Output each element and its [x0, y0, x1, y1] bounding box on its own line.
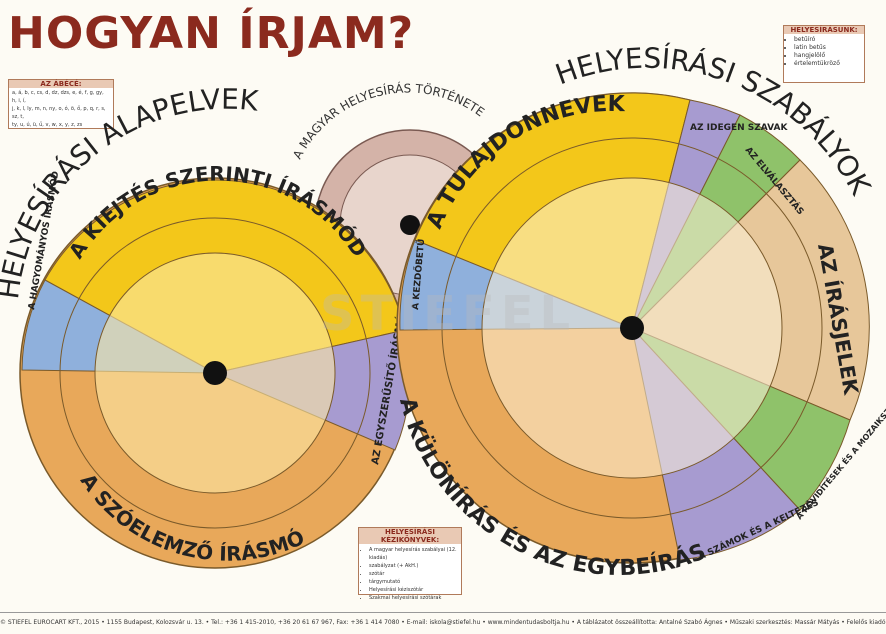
spelling-feature-item: latin betűs: [794, 44, 864, 52]
handbook-item: szótár: [369, 570, 461, 578]
alphabet-line: a, á, b, c, cs, d, dz, dzs, e, é, f, g, …: [12, 90, 104, 104]
footer-credits: © STIEFEL EUROCART KFT., 2015 • 1155 Bud…: [0, 612, 886, 634]
handbook-item: tárgymutató: [369, 578, 461, 586]
handbook-item: Helyesírási kéziszótár: [369, 586, 461, 594]
spelling-features-header: HELYESÍRÁSUNK:: [784, 26, 864, 34]
alphabet-line: ty, u, ú, ü, ű, v, w, x, y, z, zs: [12, 122, 83, 128]
handbook-item: A magyar helyesírás szabályai (12. kiadá…: [369, 546, 461, 562]
handbooks-box: HELYESÍRÁSI KÉZIKÖNYVEK: A magyar helyes…: [358, 527, 462, 601]
handbook-item: Szakmai helyesírási szótárak: [369, 594, 461, 602]
page-title: HOGYAN ÍRJAM?: [8, 8, 415, 59]
idegen-szavak-heading: AZ IDEGEN SZAVAK: [690, 123, 788, 133]
spelling-feature-item: hangjelölő: [794, 52, 864, 60]
spelling-feature-item: értelemtükröző: [794, 60, 864, 68]
spelling-features-box: HELYESÍRÁSUNK: betűíró latin betűs hangj…: [783, 25, 865, 83]
spelling-feature-item: betűíró: [794, 36, 864, 44]
handbooks-header: HELYESÍRÁSI KÉZIKÖNYVEK:: [359, 528, 461, 544]
alphabet-box: AZ ÁBÉCÉ: a, á, b, c, cs, d, dz, dzs, e,…: [8, 79, 114, 129]
alphabet-header: AZ ÁBÉCÉ:: [9, 80, 113, 88]
watermark: STIEFEL: [320, 286, 576, 342]
handbook-item: szabályzat (+ AkH.): [369, 562, 461, 570]
alphabet-line: j, k, l, ly, m, n, ny, o, ó, ö, ő, p, q,…: [12, 106, 106, 120]
